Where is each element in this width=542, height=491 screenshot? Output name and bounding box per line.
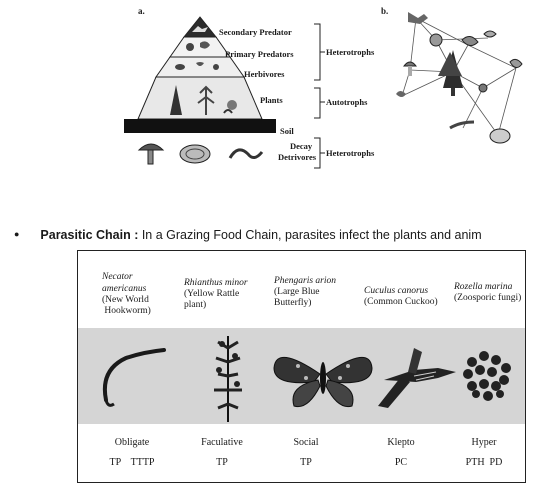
panel-a-label: a. xyxy=(138,6,145,16)
panel-b-label: b. xyxy=(381,6,389,16)
bug-icon xyxy=(213,64,219,70)
bullet-text: In a Grazing Food Chain, parasites infec… xyxy=(138,228,482,242)
scientific-name: Phengaris arion xyxy=(274,276,337,286)
common-name: (Zoosporic fungi) xyxy=(454,293,522,303)
scientific-name: Rozella marina xyxy=(454,282,513,292)
parasite-abbr: PTH PD xyxy=(465,457,503,468)
mushroom-web-icon xyxy=(402,61,418,67)
decomposer-icons xyxy=(137,143,264,165)
scientific-name: Cuculus canorus xyxy=(364,286,429,296)
parasite-abbr: TP xyxy=(216,457,228,468)
level-label-secondary-predator: Secondary Predator xyxy=(219,27,292,37)
parasite-abbr: TP TTTP xyxy=(109,457,155,468)
bare-tree-icon xyxy=(197,85,215,115)
squirrel-icon xyxy=(429,33,443,47)
level-label-soil: Soil xyxy=(280,126,294,136)
owl-icon xyxy=(186,43,194,51)
predator-silhouette-icon xyxy=(192,26,208,32)
level-label-detrivores: Detrivores xyxy=(278,152,317,162)
level-label-decay: Decay xyxy=(290,141,313,151)
butterfly-icon xyxy=(273,356,373,408)
bracket-producers xyxy=(314,87,325,119)
parasite-abbr: TP xyxy=(300,457,312,468)
table-column-5: Rozella marina (Zoosporic fungi) xyxy=(454,281,524,304)
pyramid-tier-soil xyxy=(124,119,276,133)
pyramid-tier-plants xyxy=(137,76,263,120)
conifer-tree-icon xyxy=(170,85,182,115)
zoosporic-fungi-icon xyxy=(463,351,511,401)
level-label-plants: Plants xyxy=(260,95,283,105)
parasite-type: Klepto xyxy=(387,437,415,448)
level-label-primary-predators: Primary Predators xyxy=(225,49,294,59)
parasite-abbr: PC xyxy=(394,457,408,468)
mushroom-icon xyxy=(137,143,165,151)
cuckoo-icon xyxy=(378,348,456,408)
parasite-type: Faculative xyxy=(201,437,243,448)
butterfly-small-icon xyxy=(196,62,204,66)
small-bird-icon xyxy=(396,91,406,97)
bracket-label-heterotrophs-top: Heterotrophs xyxy=(326,47,375,57)
fox-icon xyxy=(408,12,428,24)
parasite-type: Social xyxy=(293,437,319,448)
flower-icon xyxy=(227,100,237,110)
common-name: (Common Cuckoo) xyxy=(364,297,438,307)
bracket-consumers xyxy=(314,23,325,81)
bracket-label-autotrophs: Autotrophs xyxy=(326,97,368,107)
parasitic-chain-bullet: ● Parasitic Chain : In a Grazing Food Ch… xyxy=(14,228,482,242)
earthworm-coil-icon xyxy=(179,144,211,164)
table-column-4: Cuculus canorus (Common Cuckoo) xyxy=(364,285,450,308)
pyramid-tier-herbivores xyxy=(155,56,245,78)
insect-icon xyxy=(509,58,523,68)
level-label-herbivores: Herbivores xyxy=(244,69,285,79)
bird-icon xyxy=(461,36,479,46)
bracket-decomposers xyxy=(314,137,325,169)
worm-icon xyxy=(228,148,264,159)
pyramid-tier-secondary-predator xyxy=(182,16,218,38)
ecological-pyramid xyxy=(124,16,276,133)
parasite-images xyxy=(103,336,511,422)
pyramid-brackets xyxy=(314,23,325,169)
parasite-type: Obligate xyxy=(114,437,150,448)
earthworm-icon xyxy=(449,120,475,130)
beetle-icon xyxy=(478,83,488,93)
bullet-title: Parasitic Chain : xyxy=(40,228,139,242)
detritus-coil-icon xyxy=(489,128,511,144)
yellow-rattle-plant-icon xyxy=(214,336,242,422)
common-name: (New World Hookworm) xyxy=(102,295,151,316)
snake-icon xyxy=(200,41,210,49)
bullet-marker: ● xyxy=(14,229,20,239)
scientific-name: Rhianthus minor xyxy=(184,278,248,288)
leaf-web-icon xyxy=(483,30,497,38)
mouse-icon xyxy=(175,64,185,70)
hookworm-icon xyxy=(103,348,166,402)
parasite-type: Hyper xyxy=(471,437,497,448)
bracket-label-heterotrophs-bottom: Heterotrophs xyxy=(326,148,375,158)
leaf-icon xyxy=(223,109,233,114)
food-web xyxy=(396,12,523,144)
